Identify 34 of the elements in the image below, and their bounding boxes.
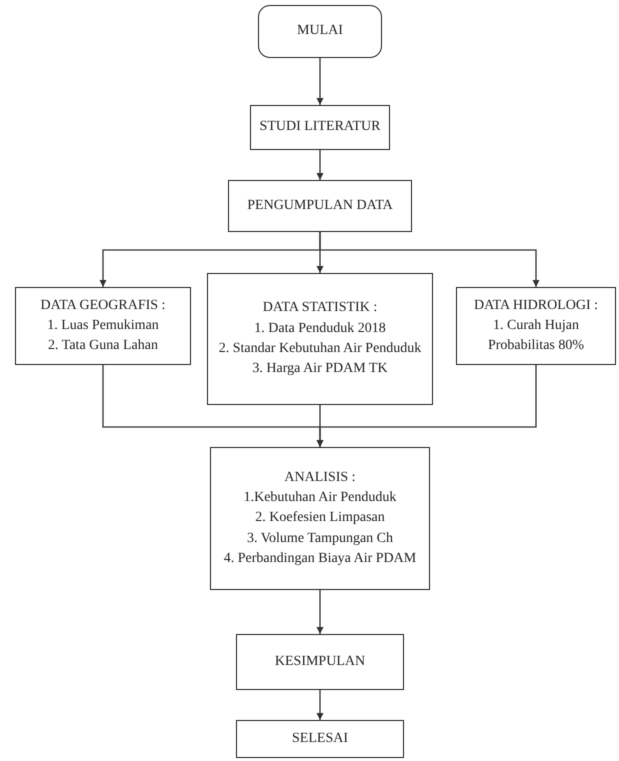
terminal-box [258, 5, 382, 58]
arrow [316, 365, 537, 447]
list-item: 2. Standar Kebutuhan Air Penduduk [218, 340, 422, 358]
process-box [210, 447, 430, 590]
list-item: 2. Tata Guna Lahan [48, 337, 158, 356]
box-heading: DATA HIDROLOGI : [474, 296, 598, 315]
arrow [316, 690, 324, 720]
process-box [236, 634, 404, 690]
list-item: 4. Perbandingan Biaya Air PDAM [224, 550, 416, 568]
process-box [250, 105, 390, 150]
process-box [228, 180, 412, 232]
list-item: 1.Kebutuhan Air Penduduk [244, 489, 396, 508]
list-item: 1. Data Penduduk 2018 [254, 320, 386, 338]
box-label: STUDI LITERATUR [260, 118, 380, 136]
box-label: PENGUMPULAN DATA [247, 196, 393, 215]
box-label: MULAI [297, 22, 343, 40]
list-item: 1. Curah Hujan Probabilitas 80% [486, 316, 586, 356]
box-label: KESIMPULAN [274, 652, 366, 671]
box-heading: ANALISIS : [284, 468, 356, 487]
arrow [316, 58, 324, 105]
process-box [236, 720, 404, 758]
process-box [15, 287, 191, 365]
box-heading: DATA STATISTIK : [262, 299, 378, 318]
process-box [456, 287, 616, 365]
arrow [319, 232, 540, 287]
arrow [316, 590, 324, 634]
process-box [207, 273, 433, 405]
list-item: 3. Harga Air PDAM TK [252, 360, 388, 378]
arrow [316, 150, 324, 180]
list-item: 3. Volume Tampungan Ch [246, 530, 394, 548]
list-item: 1. Luas Pemukiman [47, 316, 159, 335]
list-item: 2. Koefesien Limpasan [255, 509, 385, 528]
box-label: SELESAI [292, 730, 348, 748]
box-heading: DATA GEOGRAFIS : [40, 296, 166, 315]
